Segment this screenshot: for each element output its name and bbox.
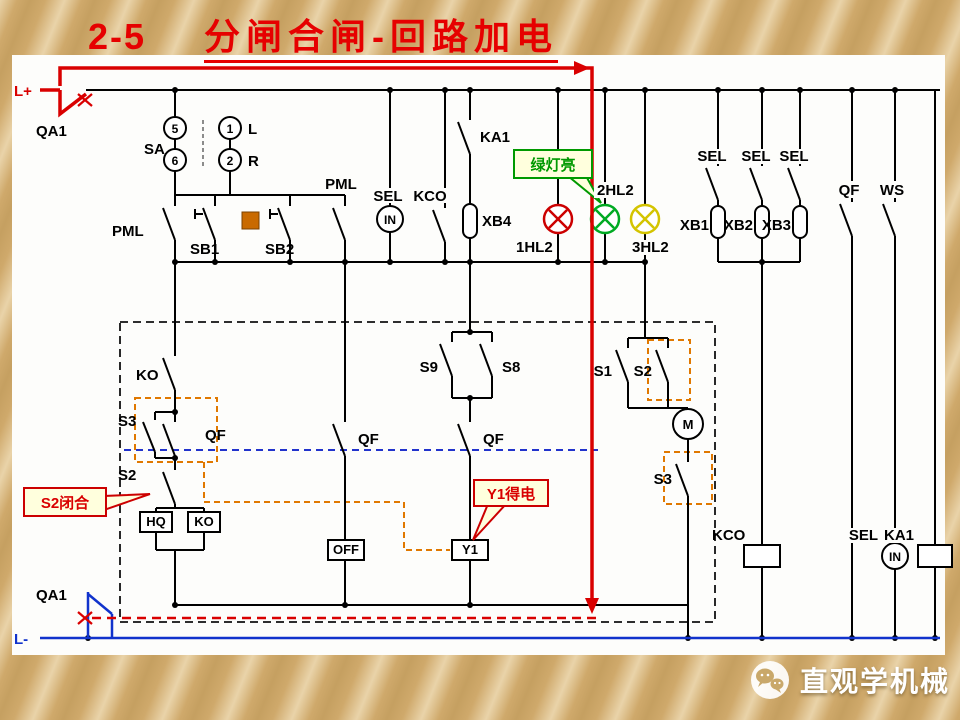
orange-causal-path-to-y1 (203, 462, 450, 551)
s2-left-label: S2 (118, 467, 136, 484)
direction-l-label: L (248, 121, 257, 138)
lamp-1hl2 (542, 203, 574, 235)
sa-contact-2-label: 2 (227, 154, 234, 168)
watermark-text: 直观学机械 (799, 666, 950, 697)
xb4-label: XB4 (482, 213, 512, 230)
qa1-top-label: QA1 (36, 123, 67, 140)
motor-m-label: M (683, 417, 694, 432)
y1-coil-box (451, 539, 489, 561)
sa-label: SA (144, 141, 165, 158)
sa-contact-5-label: 5 (172, 122, 179, 136)
callout-green-lamp: 绿灯亮 (513, 149, 602, 204)
lamp-2hl2 (589, 203, 621, 235)
qf1-label: QF (205, 427, 226, 444)
title-text: 分闸合闸-回路加电 (204, 16, 559, 63)
qa1-top-switch (58, 90, 88, 118)
ka1-coil (917, 544, 953, 568)
off-box-label: OFF (333, 542, 359, 557)
page-title: 2-5 分闸合闸-回路加电 (88, 8, 559, 63)
s3-upper-label: S3 (118, 413, 136, 430)
sel-r1-label: SEL (697, 148, 726, 165)
s2-right-label: S2 (634, 363, 652, 380)
pml-mid-label: PML (325, 176, 357, 193)
sa-contact-1 (218, 116, 242, 140)
current-flow-path (58, 66, 594, 600)
lamp-2hl2-label: 2HL2 (597, 182, 634, 199)
lamp-3hl2-label: 3HL2 (632, 239, 669, 256)
xb3-label: XB3 (762, 217, 791, 234)
xb2-label: XB2 (724, 217, 753, 234)
wiring (86, 89, 940, 638)
x-markers (77, 93, 93, 625)
sb2-label: SB2 (265, 241, 294, 258)
qf2-label: QF (358, 431, 379, 448)
negative-rail-label: L- (14, 631, 28, 648)
motor-m (672, 408, 704, 440)
direction-r-label: R (248, 153, 259, 170)
in-top-label: IN (384, 213, 396, 227)
sb1-label: SB1 (190, 241, 219, 258)
sel-bottom-label: SEL (849, 527, 878, 544)
in-bottom-label: IN (889, 550, 901, 564)
xb4-link (462, 203, 478, 239)
control-loop-dashed-box (119, 321, 716, 623)
s8-label: S8 (502, 359, 520, 376)
hq-coil-box (139, 511, 173, 533)
xb1-label: XB1 (680, 217, 709, 234)
hq-box-label: HQ (146, 514, 166, 529)
orange-terminal-block (241, 211, 260, 230)
xb1-link (710, 205, 726, 239)
sa-contact-1-label: 1 (227, 122, 234, 136)
ko-contact-label: KO (136, 367, 159, 384)
title-number: 2-5 (88, 16, 147, 57)
sel-top-label: SEL (373, 188, 402, 205)
ka1-top-label: KA1 (480, 129, 510, 146)
y1-box-label: Y1 (462, 542, 478, 557)
ko-box-label: KO (194, 514, 214, 529)
s1-label: S1 (594, 363, 612, 380)
ko-coil-box (187, 511, 221, 533)
sa-contact-5 (163, 116, 187, 140)
off-box (327, 539, 365, 561)
ka1-bottom-label: KA1 (884, 527, 914, 544)
s3-lower-label: S3 (654, 471, 672, 488)
pml-left-label: PML (112, 223, 144, 240)
kco-bottom-label: KCO (712, 527, 746, 544)
labels: L+ QA1 SA 5 6 1 2 L R PML PML SB1 SB2 SE… (14, 83, 914, 648)
xb2-link (754, 205, 770, 239)
components (139, 116, 953, 570)
sa-contact-6 (163, 148, 187, 172)
positive-rail-label: L+ (14, 83, 32, 100)
kco-coil (743, 544, 781, 568)
s9-label: S9 (420, 359, 438, 376)
kco-top-label: KCO (413, 188, 447, 205)
flow-arrow-down (585, 598, 599, 614)
energized-path-highlight (40, 61, 599, 625)
wechat-icon (750, 661, 789, 699)
sel-r2-label: SEL (741, 148, 770, 165)
xb3-link (792, 205, 808, 239)
sa-contact-6-label: 6 (172, 154, 179, 168)
flow-arrow-right (574, 61, 590, 75)
label-plates (372, 149, 916, 543)
junction-dots (85, 87, 938, 641)
sa-contact-2 (218, 148, 242, 172)
callout-y1-energized-text: Y1得电 (487, 485, 535, 503)
lamp-3hl2 (629, 203, 661, 235)
callout-s2-closed-text: S2闭合 (41, 494, 90, 512)
qa1-bottom-label: QA1 (36, 587, 67, 604)
ws-label: WS (880, 182, 904, 199)
callout-green-lamp-text: 绿灯亮 (530, 156, 575, 174)
callout-s2-closed: S2闭合 (23, 487, 151, 517)
callout-y1-energized: Y1得电 (472, 479, 549, 541)
qf-right-label: QF (839, 182, 860, 199)
qf3-label: QF (483, 431, 504, 448)
in-device-top (376, 205, 404, 233)
sel-r3-label: SEL (779, 148, 808, 165)
watermark: 直观学机械 (750, 660, 950, 700)
lamp-1hl2-label: 1HL2 (516, 239, 553, 256)
